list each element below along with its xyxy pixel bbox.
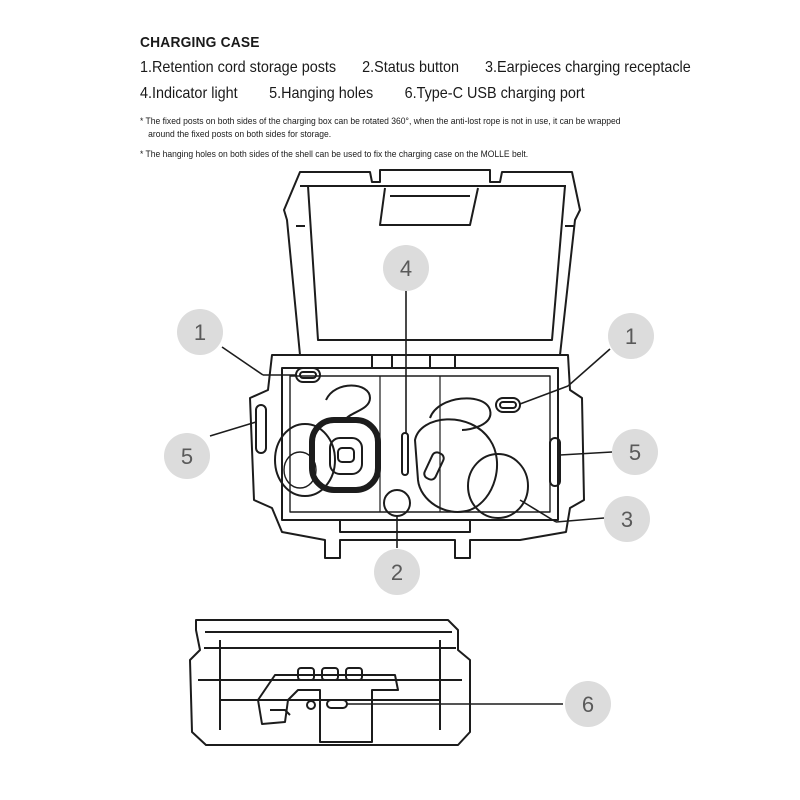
part-label-5: 5.Hanging holes — [269, 85, 374, 102]
part-label-6: 6.Type-C USB charging port — [404, 85, 585, 102]
type-c-port — [326, 699, 348, 709]
retention-post-right — [495, 397, 521, 413]
earbud-left — [274, 384, 381, 497]
svg-text:1: 1 — [194, 320, 206, 345]
callout-5-left: 5 — [164, 433, 210, 479]
parts-list-row-1: 1.Retention cord storage posts 2.Status … — [140, 59, 691, 77]
callout-6: 6 — [565, 681, 611, 727]
leader-lines — [209, 290, 613, 705]
svg-text:2: 2 — [391, 560, 403, 585]
note-1-line-2: around the fixed posts on both sides for… — [148, 129, 332, 140]
note-rotating-posts: * The fixed posts on both sides of the c… — [140, 115, 620, 141]
svg-text:3: 3 — [621, 507, 633, 532]
part-label-3: 3.Earpieces charging receptacle — [485, 59, 691, 76]
part-label-1: 1.Retention cord storage posts — [140, 59, 337, 76]
callout-3: 3 — [604, 496, 650, 542]
case-lid — [283, 169, 581, 356]
case-closed — [189, 619, 471, 746]
svg-text:1: 1 — [625, 324, 637, 349]
note-2-line-1: * The hanging holes on both sides of the… — [140, 149, 529, 160]
hanging-hole-right — [549, 437, 561, 487]
parts-list-row-2: 4.Indicator light 5.Hanging holes 6.Type… — [140, 85, 585, 103]
svg-text:5: 5 — [629, 440, 641, 465]
callout-5-right: 5 — [612, 429, 658, 475]
callout-2: 2 — [374, 549, 420, 595]
part-label-4: 4.Indicator light — [140, 85, 238, 102]
note-hanging-holes: * The hanging holes on both sides of the… — [140, 148, 528, 161]
indicator-light — [401, 432, 409, 476]
hanging-hole-left — [255, 404, 267, 454]
svg-text:5: 5 — [181, 444, 193, 469]
svg-text:4: 4 — [400, 256, 412, 281]
callout-1-left: 1 — [177, 309, 223, 355]
callout-4: 4 — [383, 245, 429, 291]
earbud-right — [414, 397, 529, 519]
note-1-line-1: * The fixed posts on both sides of the c… — [140, 116, 621, 127]
case-base-open — [249, 354, 585, 559]
part-label-2: 2.Status button — [362, 59, 460, 76]
callout-1-right: 1 — [608, 313, 654, 359]
page-title: CHARGING CASE — [140, 34, 260, 51]
callout-badges: 1 1 4 5 5 3 2 6 — [164, 245, 658, 727]
earpiece-charging-receptacle — [467, 453, 529, 519]
svg-text:6: 6 — [582, 692, 594, 717]
